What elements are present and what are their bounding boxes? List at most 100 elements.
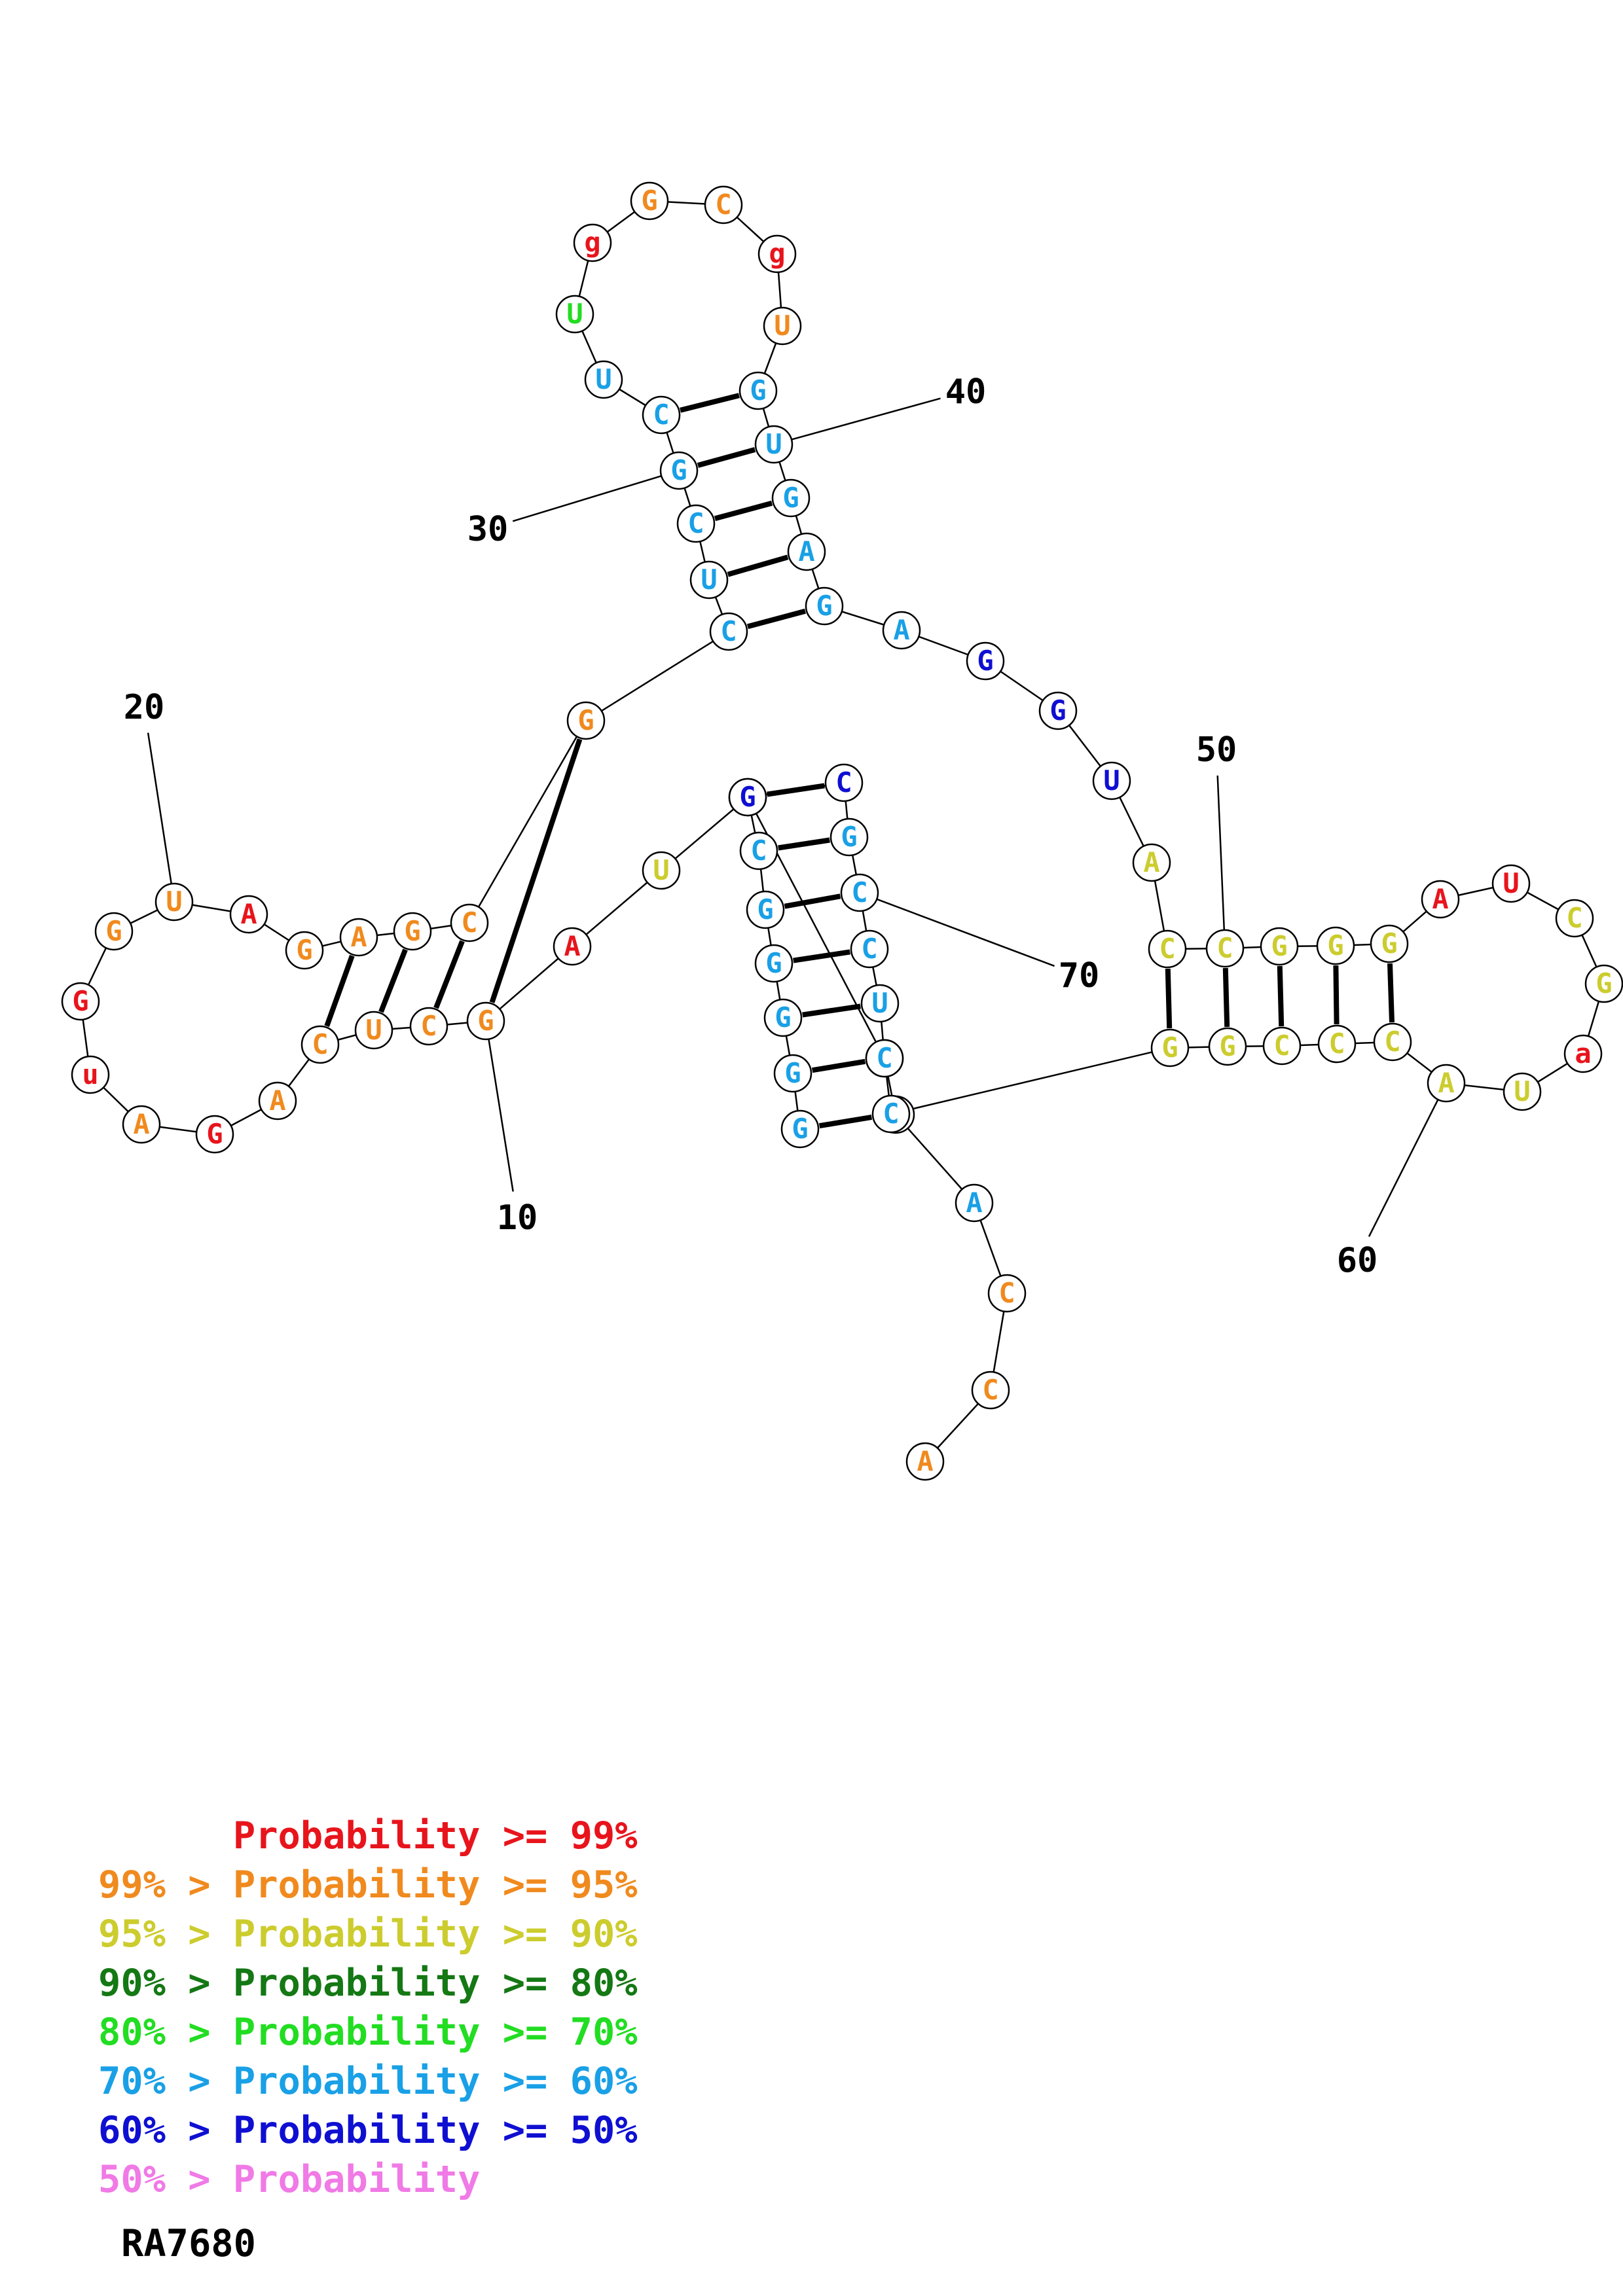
nucleotide-letter: A: [917, 1445, 933, 1477]
nucleotide-circle: [573, 223, 612, 262]
backbone-link: [468, 720, 587, 924]
legend-row-plow: 50% > Probability: [98, 2155, 638, 2204]
nucleotide-circle: [1427, 1064, 1466, 1103]
legend-row-p50: 60% > Probability >= 50%: [98, 2106, 638, 2155]
legend-suffix: >= 60%: [480, 2060, 638, 2103]
legend-label: Probability: [232, 1962, 481, 2005]
nucleotide-letter: C: [653, 399, 669, 431]
base-pair-bond: [793, 949, 850, 963]
nucleotide-letter: G: [750, 374, 766, 406]
nucleotide-letter: C: [687, 507, 704, 539]
nucleotide-letter: U: [166, 886, 182, 918]
legend-prefix: [98, 1814, 233, 1857]
nucleotide-circle: [955, 1183, 994, 1223]
nucleotide-letter: C: [1384, 1026, 1400, 1058]
nucleotide-letter: C: [420, 1010, 437, 1042]
backbone-link: [895, 1114, 975, 1204]
nucleotide-circle: [584, 360, 623, 399]
base-pair-bond: [714, 500, 773, 522]
nucleotide-letter: G: [977, 645, 993, 677]
nucleotide-25: C: [450, 903, 489, 942]
position-label-60: 60: [1337, 1241, 1378, 1280]
nucleotide-circle: [553, 927, 592, 966]
nucleotide-circle: [739, 371, 778, 410]
legend-suffix: >= 80%: [480, 1962, 638, 2005]
nucleotide-circle: [122, 1105, 161, 1144]
nucleotide-letter: G: [206, 1118, 223, 1150]
nucleotide-circle: [642, 395, 681, 435]
nucleotide-letter: A: [564, 930, 580, 962]
nucleotide-28: U: [689, 560, 729, 600]
nucleotide-circle: [882, 611, 921, 650]
nucleotide-45: G: [966, 641, 1005, 681]
nucleotide-69: C: [850, 929, 889, 969]
nucleotide-letter: A: [269, 1085, 285, 1117]
nucleotide-letter: C: [851, 876, 867, 908]
nucleotide-letter: A: [1432, 883, 1448, 915]
nucleotide-circle: [850, 929, 889, 969]
position-leader-line: [791, 397, 941, 440]
nucleotide-letter: A: [1143, 846, 1159, 878]
nucleotide-37: g: [757, 234, 797, 274]
legend-row-p60: 70% > Probability >= 60%: [98, 2057, 638, 2106]
nucleotide-letter: A: [133, 1108, 149, 1140]
legend-row-p70: 80% > Probability >= 70%: [98, 2008, 638, 2057]
nucleotide-circle: [1370, 924, 1409, 963]
nucleotide-56: C: [1555, 899, 1594, 938]
nucleotide-letter: C: [1216, 932, 1233, 964]
nucleotide-3: C: [987, 1274, 1027, 1313]
nucleotide-letter: G: [792, 1113, 808, 1145]
nucleotide-73: G: [728, 778, 767, 817]
legend-suffix: >= 99%: [480, 1814, 638, 1857]
nucleotide-circle: [871, 1094, 911, 1134]
nucleotide-letter: U: [653, 854, 669, 886]
nucleotide-letter: C: [861, 933, 877, 965]
legend-prefix: 50% >: [98, 2158, 233, 2201]
nucleotide-50: C: [1205, 929, 1245, 968]
base-pair-bond: [784, 893, 841, 909]
nucleotide-circle: [94, 912, 134, 951]
nucleotide-60: A: [1427, 1064, 1466, 1103]
nucleotide-circle: [805, 586, 844, 626]
nucleotide-circle: [339, 918, 378, 957]
nucleotide-letter: A: [1438, 1067, 1454, 1099]
nucleotide-circle: [555, 295, 594, 334]
position-label-10: 10: [497, 1198, 538, 1238]
base-pair-bond: [811, 1058, 866, 1073]
nucleotide-47: U: [1092, 761, 1131, 800]
nucleotide-letter: C: [312, 1028, 328, 1060]
position-leader-line: [488, 1039, 514, 1192]
nucleotide-letter: C: [715, 188, 731, 221]
backbone-link: [572, 870, 662, 947]
nucleotide-letter: C: [876, 1042, 892, 1074]
nucleotide-circle: [780, 1109, 820, 1149]
nucleotide-23: A: [339, 918, 378, 957]
nucleotide-letter: G: [72, 985, 88, 1017]
structure-name: RA7680: [121, 2222, 256, 2265]
nucleotide-55: U: [1491, 864, 1531, 903]
nucleotide-40: U: [754, 425, 793, 464]
nucleotide-9: A: [553, 927, 592, 966]
nucleotide-circle: [860, 984, 900, 1023]
nucleotide-circle: [229, 895, 268, 934]
base-pair-bond: [767, 783, 825, 797]
nucleotide-circle: [824, 763, 864, 802]
nucleotide-circle: [771, 478, 811, 518]
nucleotide-1: A: [905, 1442, 945, 1481]
nucleotide-letter: C: [1273, 1030, 1290, 1062]
base-pair-bond: [818, 1114, 873, 1129]
nucleotide-35: G: [630, 181, 669, 221]
base-pair-bond: [378, 948, 408, 1013]
nucleotide-49: C: [1148, 929, 1187, 969]
base-pair-bond: [324, 954, 355, 1028]
nucleotide-letter: G: [577, 704, 594, 736]
base-pair-bond: [746, 608, 807, 630]
nucleotide-circle: [630, 181, 669, 221]
nucleotide-15: G: [195, 1115, 234, 1154]
nucleotide-circle: [71, 1055, 110, 1094]
base-pair-bond: [727, 554, 789, 577]
nucleotide-letter: G: [816, 590, 832, 622]
nucleotide-11: C: [409, 1007, 448, 1046]
nucleotide-21: A: [229, 895, 268, 934]
legend-label: Probability: [232, 1814, 481, 1857]
